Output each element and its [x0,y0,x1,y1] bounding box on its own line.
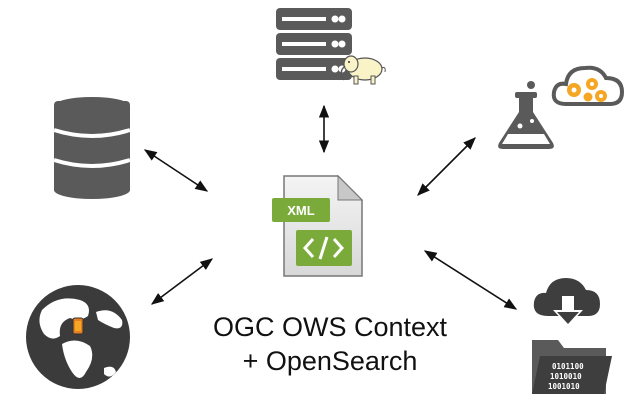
arrow-database [143,149,209,192]
globe-icon [26,285,130,389]
binary-row-1: 0101100 [552,362,584,371]
hadoop-elephant-icon [340,55,386,85]
database-icon [53,97,131,199]
binary-row-3: 1001010 [548,382,580,391]
binary-row-2: 1010010 [550,372,582,381]
arrow-folder [423,250,518,310]
server-with-hadoop-icon [276,8,386,85]
science-cloud-icon [498,65,625,149]
cloud-download-folder-icon: 0101100 1010010 1001010 [532,278,612,394]
arrow-science-cloud [417,137,476,196]
cloud-download-icon [533,278,600,326]
binary-folder-icon: 0101100 1010010 1001010 [532,340,612,394]
xml-document-icon: XML [272,174,364,277]
arrow-globe [150,258,214,305]
cloud-gears-icon [551,65,625,106]
flask-icon [498,81,554,149]
location-marker-icon [72,317,84,335]
xml-badge-label: XML [287,203,315,218]
caption-line-2: + OpenSearch [242,346,418,376]
caption-line-1: OGC OWS Context [212,312,448,342]
